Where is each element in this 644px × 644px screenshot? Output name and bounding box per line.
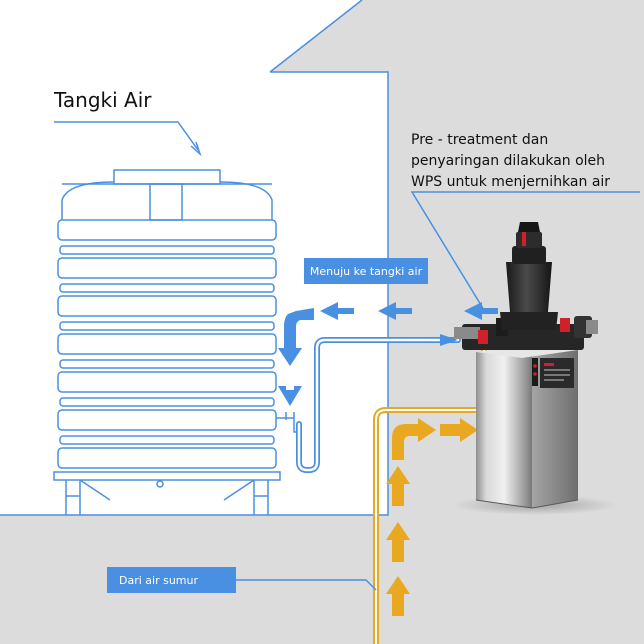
- tank-title: Tangki Air: [54, 88, 152, 112]
- wps-note-line-1: Pre - treatment dan: [411, 132, 549, 148]
- wps-unit: [453, 222, 617, 515]
- flow-to-tank-tag: Menuju ke tangki air: [304, 258, 428, 284]
- callout-lines: [54, 121, 640, 591]
- wps-note-line-3: WPS untuk menjernihkan air: [411, 174, 611, 190]
- wps-note: Pre - treatment dan penyaringan dilakuka…: [411, 130, 643, 193]
- water-tank: [53, 169, 300, 515]
- flow-from-well-tag: Dari air sumur: [107, 567, 236, 593]
- flow-to-tank-arrows: [278, 302, 498, 406]
- wps-note-line-2: penyaringan dilakukan oleh: [411, 153, 606, 169]
